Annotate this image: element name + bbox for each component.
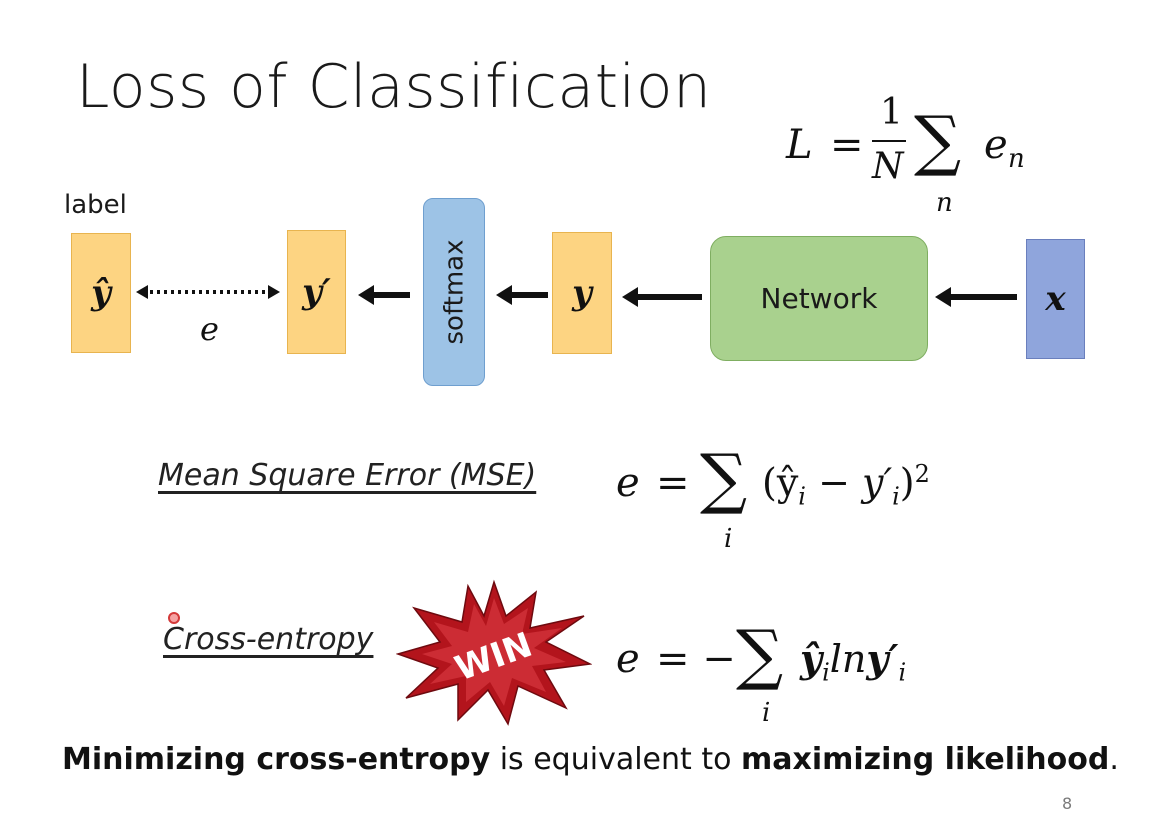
conclusion-middle: is equivalent to [490, 742, 741, 777]
formula-loss-numerator: 1 [880, 92, 903, 133]
x-symbol: x [1045, 279, 1066, 319]
formula-loss-denominator: N [872, 146, 904, 187]
formula-loss-sum-sub: n [936, 188, 953, 218]
ce-eq: = − [656, 636, 736, 682]
mse-label: Mean Square Error (MSE) [158, 458, 537, 493]
y-prime-symbol: y′ [302, 272, 331, 312]
ce-lhs: e [616, 636, 640, 682]
formula-cross-entropy: e = − ∑ i ŷilny′i [612, 612, 972, 732]
cursor-pointer [168, 612, 180, 624]
win-burst-icon: WIN [396, 579, 592, 726]
arrow-network-to-y [622, 287, 702, 307]
mse-eq: = [656, 460, 690, 506]
formula-loss-term-sub: n [1008, 144, 1025, 174]
conclusion-end: . [1109, 742, 1119, 777]
network-label: Network [760, 282, 878, 315]
x-box: x [1026, 239, 1085, 359]
fraction-bar [872, 140, 906, 142]
mse-sum: ∑ [700, 440, 748, 517]
y-box: y [552, 232, 612, 354]
page-number: 8 [1062, 794, 1073, 813]
ce-sum-sub: i [762, 698, 771, 728]
arrow-x-to-network [935, 287, 1017, 307]
arrow-softmax-to-yprime [358, 285, 410, 305]
arrow-y-to-softmax [496, 285, 548, 305]
cross-entropy-label: Cross-entropy [163, 622, 374, 657]
error-e-label: e [200, 310, 219, 348]
dotted-double-arrow [136, 285, 280, 299]
ce-sum: ∑ [736, 616, 784, 693]
mse-body: (ŷi − y′i)2 [762, 460, 930, 511]
slide-title: Loss of Classification [76, 52, 712, 122]
formula-loss-term: e [984, 122, 1008, 168]
formula-loss-lhs: L [786, 122, 813, 168]
conclusion-bold-2: maximizing likelihood [740, 742, 1110, 777]
formula-loss-eq: = [830, 122, 864, 168]
network-box: Network [710, 236, 928, 361]
softmax-label: softmax [439, 239, 469, 345]
label-caption: label [64, 190, 127, 220]
formula-loss: L = 1 N ∑ n e n [780, 92, 1040, 222]
conclusion-sentence: Minimizing cross-entropy is equivalent t… [62, 742, 1119, 777]
formula-loss-sum: ∑ [914, 102, 962, 179]
formula-mse: e = ∑ i (ŷi − y′i)2 [612, 432, 972, 562]
mse-sum-sub: i [724, 524, 733, 554]
ce-body: ŷilny′i [800, 636, 907, 687]
mse-lhs: e [616, 460, 640, 506]
softmax-box: softmax [423, 198, 485, 386]
y-symbol: y [572, 273, 592, 313]
y-hat-box: ŷ [71, 233, 131, 353]
y-hat-symbol: ŷ [91, 273, 111, 313]
y-prime-box: y′ [287, 230, 346, 354]
conclusion-bold-1: Minimizing cross-entropy [62, 742, 491, 777]
